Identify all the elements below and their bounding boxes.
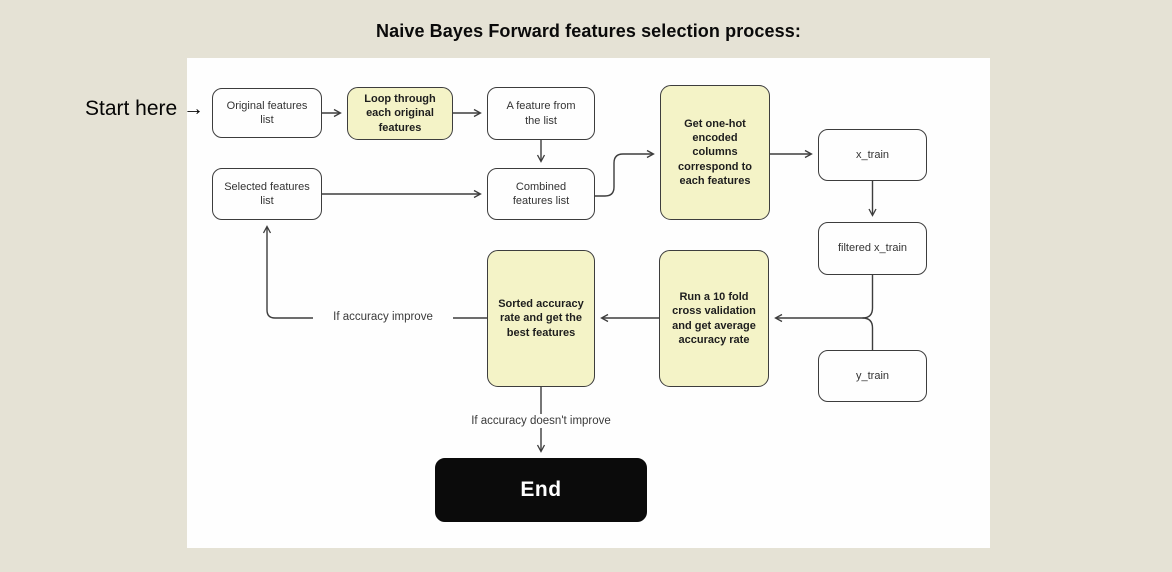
edge-label-if-accuracy-improve: If accuracy improve <box>313 310 453 324</box>
node-sorted-accuracy-rate: Sorted accuracy rate and get the best fe… <box>487 250 595 387</box>
node-selected-features-list: Selected features list <box>212 168 322 220</box>
node-end: End <box>435 458 647 522</box>
connector-combined-to-onehot <box>595 149 655 197</box>
edge-label-if-accuracy-doesnt-improve: If accuracy doesn't improve <box>456 414 626 428</box>
connector-sorted-to-selected-feedback <box>262 225 487 319</box>
flowchart-canvas: Original features list Loop through each… <box>187 58 990 548</box>
node-run-cross-validation: Run a 10 fold cross validation and get a… <box>659 250 769 387</box>
node-one-hot-encoded-columns: Get one-hot encoded columns correspond t… <box>660 85 770 220</box>
start-here-label: Start here → <box>85 97 205 120</box>
node-x-train: x_train <box>818 129 927 181</box>
node-y-train: y_train <box>818 350 927 402</box>
connector-filtered-to-runcv <box>774 275 874 323</box>
connector-ytrain-to-junction <box>862 317 874 350</box>
node-filtered-x-train: filtered x_train <box>818 222 927 275</box>
node-combined-features-list: Combined features list <box>487 168 595 220</box>
connector-lines <box>262 108 877 453</box>
node-a-feature-from-list: A feature from the list <box>487 87 595 140</box>
node-loop-through-features: Loop through each original features <box>347 87 453 140</box>
node-original-features-list: Original features list <box>212 88 322 138</box>
diagram-title: Naive Bayes Forward features selection p… <box>376 21 801 41</box>
